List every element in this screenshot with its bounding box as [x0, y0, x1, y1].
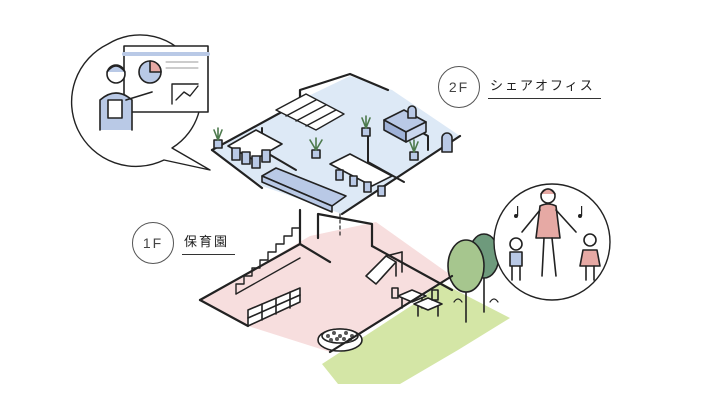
- work-desks: [329, 153, 393, 197]
- slide: [365, 251, 403, 285]
- floor-tag-1f: 1F 保育園: [132, 222, 236, 264]
- pie-chart-icon: [138, 60, 162, 84]
- meeting-table: [227, 129, 283, 169]
- reception-counter: [383, 109, 427, 143]
- floor-tag-2f: 2F シェアオフィス: [438, 66, 601, 108]
- garden-lawn: [322, 282, 510, 384]
- office-back-wall: [210, 72, 390, 152]
- toy-shelf: [247, 287, 301, 327]
- presentation-screen: [122, 45, 210, 113]
- lounge-bench: [261, 167, 347, 213]
- garden-trees: [447, 233, 500, 323]
- family-callout: [493, 183, 611, 301]
- floor-label-nursery: 保育園: [182, 231, 236, 255]
- child-left: [509, 237, 523, 281]
- kids-tables: [391, 287, 443, 317]
- child-right: [579, 233, 601, 281]
- lounge-chairs: [407, 105, 453, 153]
- mother-figure: [521, 188, 577, 277]
- presenter-callout: [70, 34, 211, 171]
- floor-badge-2f: 2F: [438, 66, 480, 108]
- ball-pit: [317, 328, 363, 352]
- staircase-1f: [235, 217, 301, 295]
- staircase-2f: [275, 93, 345, 131]
- line-chart-icon: [171, 83, 199, 105]
- music-note-icon: [514, 206, 583, 218]
- floor-label-share-office: シェアオフィス: [488, 75, 601, 99]
- tree-light: [447, 239, 485, 293]
- office-plants: [213, 115, 419, 161]
- first-floor-nursery: [198, 208, 510, 384]
- presenter-person: [99, 64, 153, 131]
- floor-badge-1f: 1F: [132, 222, 174, 264]
- second-floor-office: [210, 72, 462, 216]
